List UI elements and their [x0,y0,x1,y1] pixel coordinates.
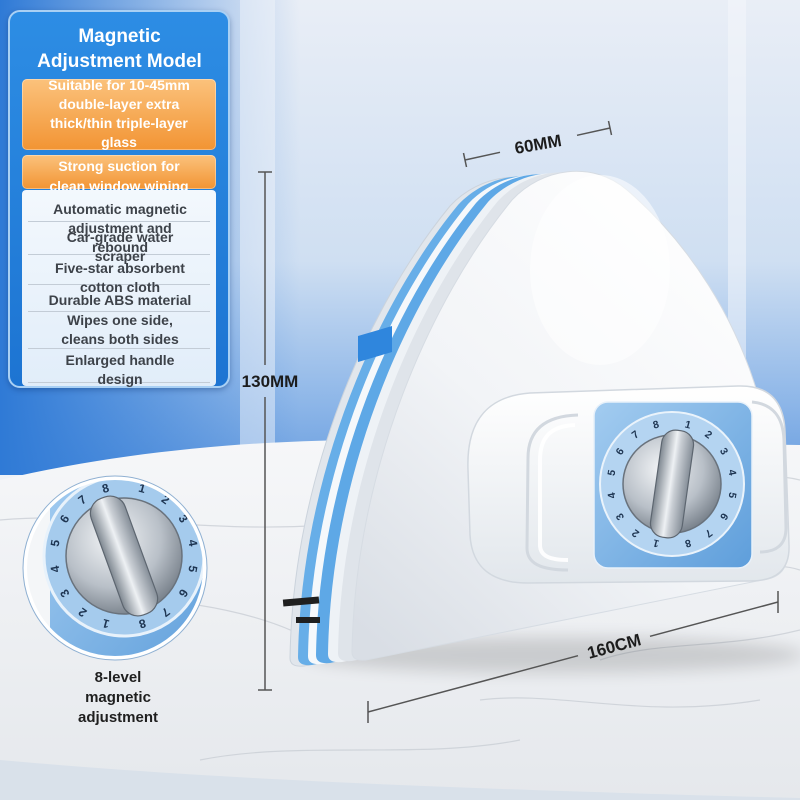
dial-number: 4 [185,538,200,547]
highlight-text: Suitable for 10-45mm double-layer extra … [48,77,190,150]
dial-number: 2 [630,526,642,539]
feature-item: Wipes one side, cleans both sides [61,312,179,347]
dial-number: 8 [137,616,147,631]
blue-latch [358,326,392,362]
dial-number: 8 [652,419,661,432]
divider [28,221,210,222]
face-highlight [530,175,670,365]
dial-number: 5 [606,469,619,477]
divider [28,284,210,285]
dial-number: 4 [725,469,738,477]
feature-list [22,190,216,386]
dial-number: 2 [702,428,714,441]
highlight-box-glass-thickness: Suitable for 10-45mm double-layer extra … [22,77,216,150]
dial-number: 5 [185,564,200,573]
dial-number: 1 [683,419,692,432]
dimension-line-width [367,591,779,723]
dial-number: 7 [630,428,642,441]
dial-number: 3 [717,446,730,457]
divider [28,348,210,349]
feature-item: Car-grade water scraper [66,229,174,264]
dial-number: 8 [101,481,111,496]
divider [28,311,210,312]
dial-number: 4 [48,564,63,573]
knob-grip [649,429,695,539]
height-label: 130MM [242,372,299,391]
feature-item: Enlarged handle design [65,352,175,387]
feature-item: Five-star absorbent cotton cloth [55,260,185,295]
dial-number: 1 [137,481,147,496]
inset-knob-grip [89,495,159,617]
feature-item: Automatic magnetic adjustment and reboun… [53,201,187,255]
dial-number: 5 [48,538,63,547]
dial-number: 8 [683,536,692,549]
dial-number: 3 [614,511,627,522]
panel-title: Magnetic Adjustment Model [37,26,202,72]
divider [28,382,210,383]
divider [28,254,210,255]
dial-number: 6 [614,446,627,457]
base-pad [282,596,320,607]
dimension-line-depth [462,120,613,168]
dial-number: 4 [606,491,619,499]
dial-number: 5 [726,491,739,499]
dial-number: 6 [717,511,730,522]
feature-item: Durable ABS material [48,292,192,308]
handle-grip-right [751,400,788,554]
dial-number: 1 [101,616,111,631]
highlight-box-suction: Strong suction for clean window wiping [22,155,216,194]
handle-grip-left [525,413,579,572]
dial-number: 7 [702,526,714,539]
inset-caption: 8-level magnetic adjustment [77,669,158,726]
dimension-line-height [258,171,272,691]
base-pad [296,617,320,623]
dial-number: 1 [652,536,661,549]
